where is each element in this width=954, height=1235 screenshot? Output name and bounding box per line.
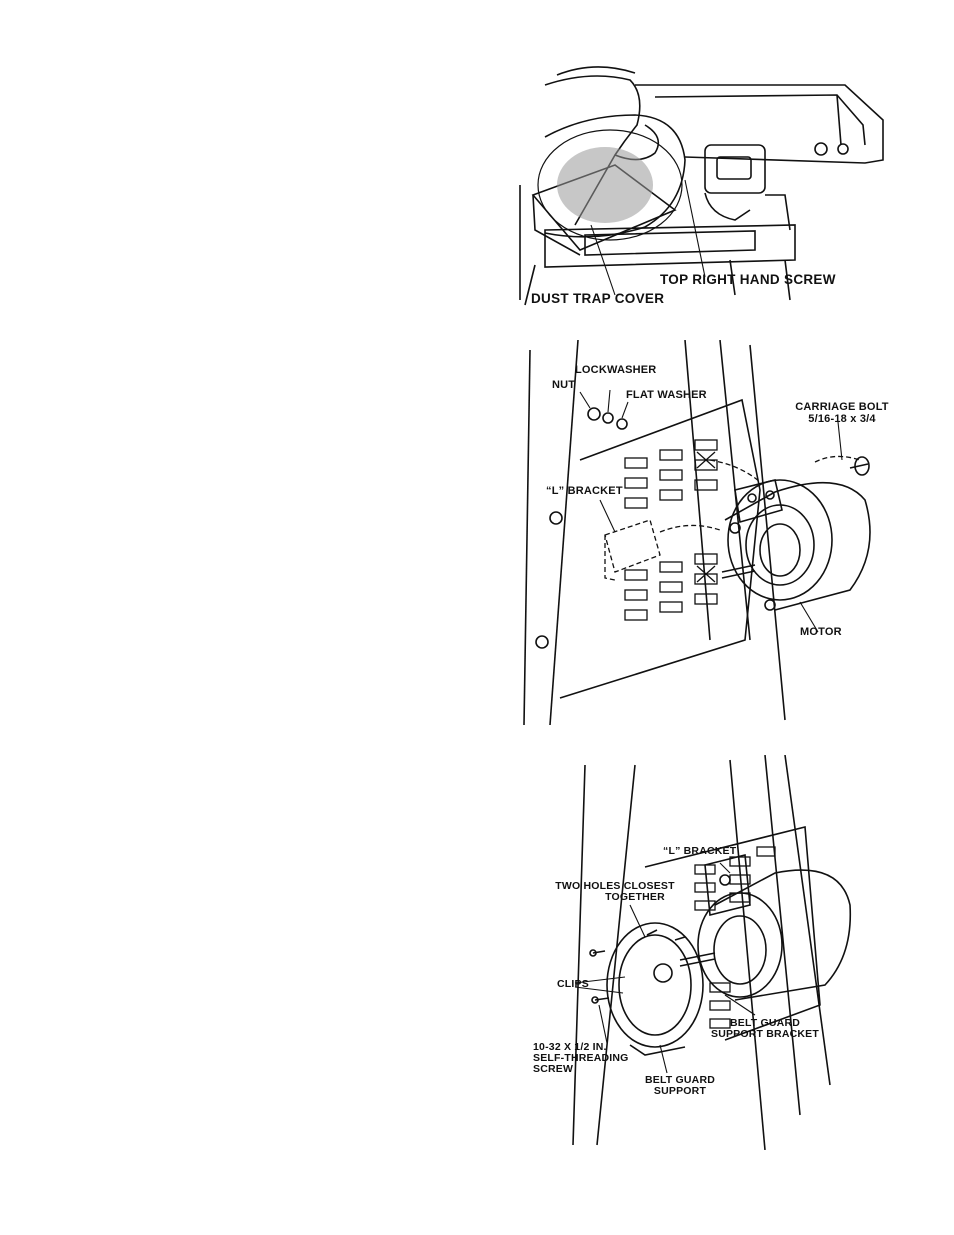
clips-label: CLIPS (557, 979, 589, 990)
l-bracket-label: “L” BRACKET (546, 486, 623, 498)
figure2-illustration (520, 340, 900, 725)
two-holes-line2: TOGETHER (540, 892, 690, 903)
figure-motor-mounting: LOCKWASHER NUT FLAT WASHER CARRIAGE BOLT… (520, 340, 900, 725)
self-threading-screw-label: 10-32 X 1/2 IN. SELF-THREADING SCREW (533, 1042, 629, 1075)
carriage-bolt-label: CARRIAGE BOLT 5/16-18 x 3/4 (782, 402, 902, 425)
motor-label: MOTOR (800, 627, 842, 639)
top-right-hand-screw-label: TOP RIGHT HAND SCREW (660, 273, 836, 287)
figure-belt-guard-support: “L” BRACKET TWO HOLES CLOSEST TOGETHER C… (535, 755, 865, 1150)
nut-label: NUT (552, 380, 575, 392)
dust-trap-cover-label: DUST TRAP COVER (531, 292, 664, 306)
bgs-line2: SUPPORT (625, 1086, 735, 1097)
carriage-bolt-name: CARRIAGE BOLT (782, 402, 902, 414)
belt-guard-support-label: BELT GUARD SUPPORT (625, 1075, 735, 1097)
belt-guard-support-bracket-label: BELT GUARD SUPPORT BRACKET (700, 1018, 830, 1040)
lockwasher-label: LOCKWASHER (575, 365, 656, 377)
l-bracket-label-fig3: “L” BRACKET (663, 846, 736, 857)
two-holes-closest-together-label: TWO HOLES CLOSEST TOGETHER (540, 881, 690, 903)
carriage-bolt-size: 5/16-18 x 3/4 (782, 414, 902, 426)
flat-washer-label: FLAT WASHER (626, 390, 707, 402)
bgsb-line2: SUPPORT BRACKET (700, 1029, 830, 1040)
figure-dust-trap-cover: TOP RIGHT HAND SCREW DUST TRAP COVER (505, 45, 905, 315)
screw-line3: SCREW (533, 1064, 629, 1075)
